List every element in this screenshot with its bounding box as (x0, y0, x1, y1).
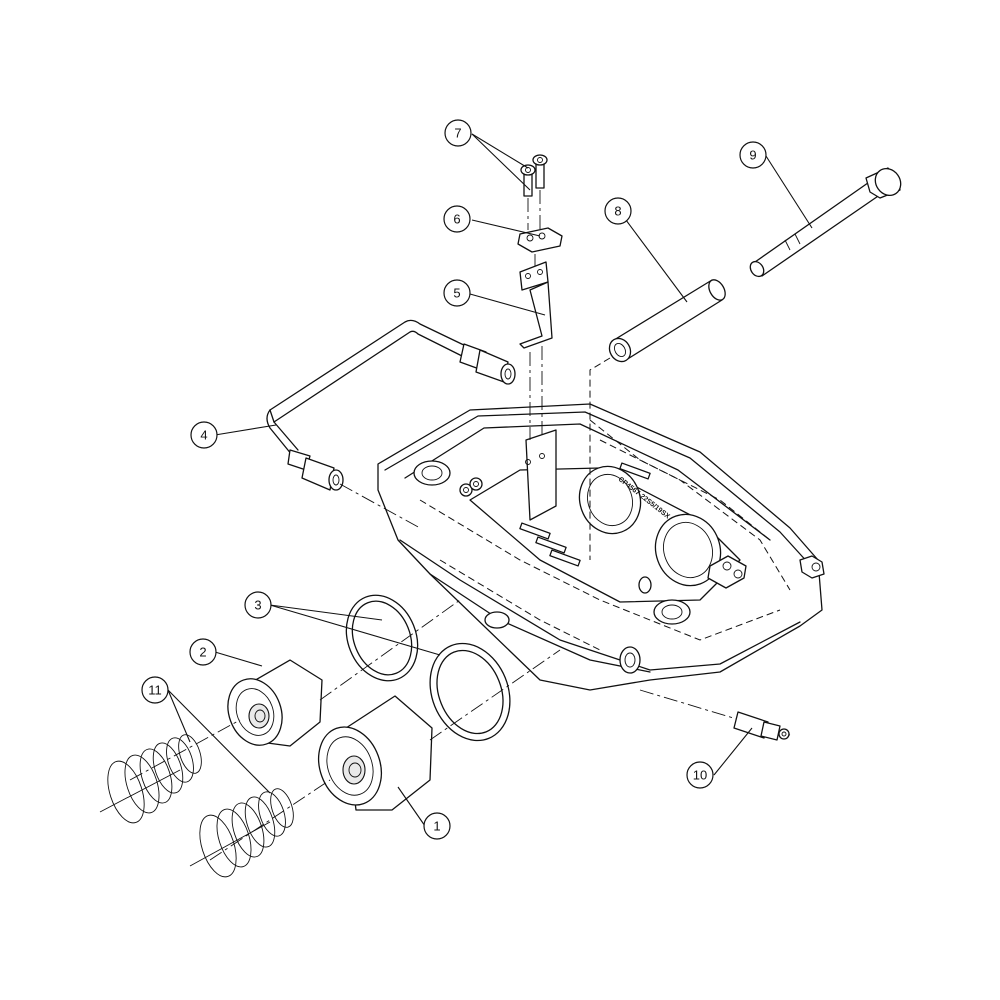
retaining-plate (517, 227, 563, 270)
callout-3: 3 (244, 591, 272, 619)
pad-pin-sleeve (589, 279, 726, 560)
callout-1-label: 1 (433, 819, 440, 834)
spring-lower (189, 788, 294, 878)
callout-2-label: 2 (199, 645, 206, 660)
bleed-screw (639, 689, 791, 741)
callout-10: 10 (686, 761, 714, 789)
callout-8-label: 8 (614, 204, 621, 219)
callout-7: 7 (444, 119, 472, 147)
callout-4-label: 4 (200, 428, 207, 443)
pad-retaining-bracket (519, 261, 553, 440)
spring-upper (99, 734, 202, 824)
bridge-pipe (266, 319, 516, 529)
callout-6-label: 6 (453, 212, 460, 227)
callout-5-label: 5 (453, 286, 460, 301)
piston-seals (345, 594, 511, 742)
pad-pin-bolt (749, 167, 902, 278)
callout-3-label: 3 (254, 598, 261, 613)
callout-9-label: 9 (749, 148, 756, 163)
callout-2: 2 (189, 638, 217, 666)
callout-11-label: 11 (148, 683, 162, 698)
vent-slots (519, 462, 651, 567)
callout-11: 11 (141, 676, 169, 704)
callout-9: 9 (739, 141, 767, 169)
callout-1: 1 (423, 812, 451, 840)
leader-lines (167, 133, 813, 827)
callout-7-label: 7 (454, 126, 461, 141)
caliper-body: CP4567-22S5/19SX (377, 403, 825, 691)
body-plate-right (707, 555, 747, 589)
callout-4: 4 (190, 421, 218, 449)
piston-small (129, 599, 461, 781)
callout-10-label: 10 (693, 768, 707, 783)
callout-8: 8 (604, 197, 632, 225)
callout-6: 6 (443, 205, 471, 233)
piston-large (209, 649, 561, 861)
body-screw-left (459, 477, 483, 497)
callout-5: 5 (443, 279, 471, 307)
piston-springs (99, 734, 294, 878)
